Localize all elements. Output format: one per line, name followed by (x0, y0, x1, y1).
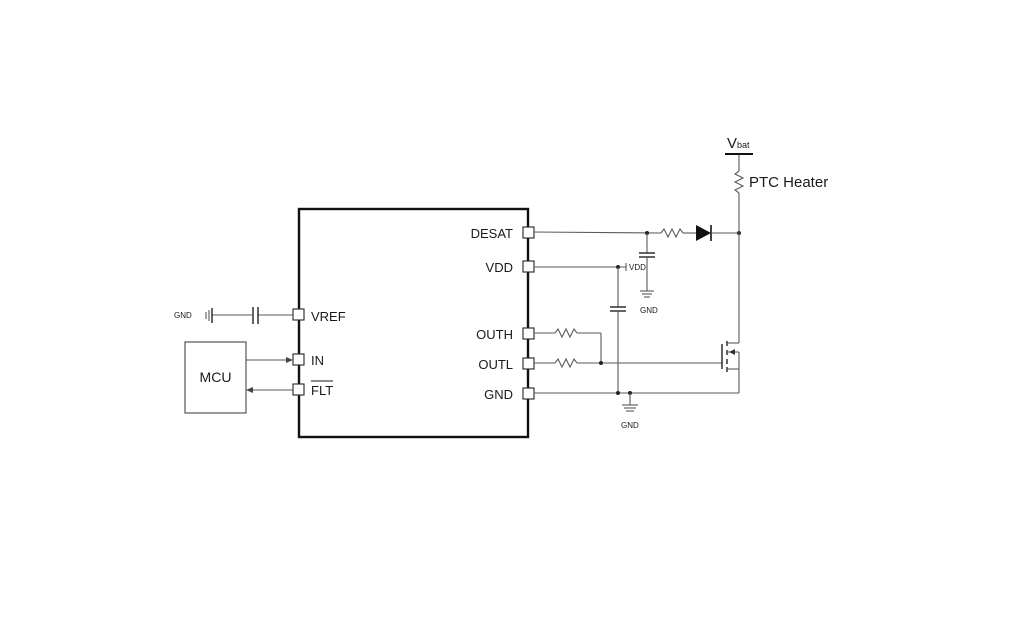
gnd-pin-label: GND (484, 387, 513, 402)
outh-pin (522, 327, 535, 340)
vdd-circuit (534, 263, 627, 393)
desat-circuit (533, 225, 741, 241)
in-pin-label: IN (311, 353, 324, 368)
ptc-heater-resistor (733, 155, 745, 233)
in-pin (292, 353, 305, 366)
gnd-return-line (534, 391, 739, 412)
outl-pin-label: OUTL (478, 357, 513, 372)
mcu-block (184, 341, 247, 414)
vref-capacitor-circuit (205, 307, 293, 324)
vdd-pin-label: VDD (486, 260, 513, 275)
in-signal-wire (246, 357, 293, 363)
vref-pin (292, 308, 305, 321)
vbat-label: Vbat (727, 135, 750, 152)
outh-resistor (534, 327, 602, 363)
vref-gnd-label: GND (174, 311, 192, 320)
mcu-label: MCU (200, 369, 232, 385)
flt-pin-label: FLT (311, 383, 333, 398)
outl-resistor (534, 357, 722, 369)
desat-pin (522, 226, 535, 239)
desat-capacitor (639, 233, 655, 298)
power-mosfet (721, 233, 740, 393)
vdd-supply-label: VDD (629, 263, 646, 272)
flt-signal-wire (246, 387, 293, 393)
vdd-pin (522, 260, 535, 273)
bottom-gnd-label: GND (621, 421, 639, 430)
flt-pin (292, 383, 305, 396)
vref-pin-label: VREF (311, 309, 346, 324)
outh-pin-label: OUTH (476, 327, 513, 342)
desat-pin-label: DESAT (471, 226, 513, 241)
desat-cap-gnd-label: GND (640, 306, 658, 315)
outl-pin (522, 357, 535, 370)
gnd-pin (522, 387, 535, 400)
gate-driver-ic (297, 207, 530, 439)
ptc-heater-label: PTC Heater (749, 174, 828, 191)
